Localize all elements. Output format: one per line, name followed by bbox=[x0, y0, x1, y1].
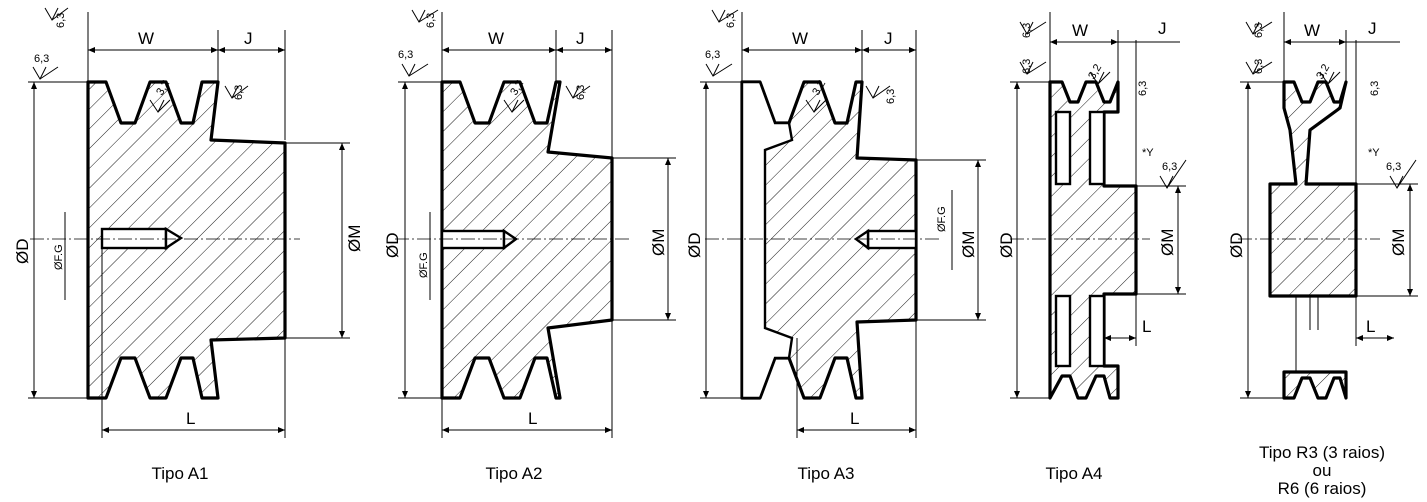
pulley-a3-labels: W J L ØD ØM ØF.G 6,3 6,3 6,3 3,2 bbox=[685, 13, 978, 428]
pulley-a4 bbox=[1010, 12, 1187, 400]
svg-text:ØM: ØM bbox=[959, 231, 978, 258]
svg-text:W: W bbox=[1304, 21, 1320, 40]
svg-text:W: W bbox=[1072, 21, 1088, 40]
svg-text:J: J bbox=[576, 29, 585, 48]
svg-text:J: J bbox=[244, 29, 253, 48]
svg-text:L: L bbox=[186, 409, 195, 428]
svg-text:ØF.G: ØF.G bbox=[418, 252, 430, 278]
pulley-r3-r6 bbox=[1238, 12, 1418, 400]
caption-tipo-a4: Tipo A4 bbox=[1045, 464, 1102, 483]
svg-text:6,3: 6,3 bbox=[34, 53, 49, 65]
svg-text:L: L bbox=[528, 409, 537, 428]
svg-text:ØM: ØM bbox=[1158, 229, 1177, 256]
svg-text:6,3: 6,3 bbox=[705, 49, 720, 61]
svg-text:6,3: 6,3 bbox=[1253, 23, 1265, 38]
svg-text:6,3: 6,3 bbox=[725, 13, 737, 28]
svg-text:ØD: ØD bbox=[685, 233, 704, 259]
svg-text:J: J bbox=[1368, 19, 1377, 38]
svg-text:6,3: 6,3 bbox=[1386, 161, 1401, 173]
caption-tipo-a1: Tipo A1 bbox=[151, 464, 208, 483]
svg-text:ØM: ØM bbox=[649, 229, 668, 256]
svg-text:6,3: 6,3 bbox=[1162, 161, 1177, 173]
caption-tipo-a2: Tipo A2 bbox=[485, 464, 542, 483]
svg-text:ØD: ØD bbox=[997, 233, 1016, 259]
svg-text:6,3: 6,3 bbox=[233, 85, 245, 100]
svg-text:ØF.G: ØF.G bbox=[936, 206, 948, 232]
svg-text:L: L bbox=[1366, 317, 1375, 336]
svg-text:6,3: 6,3 bbox=[55, 13, 67, 28]
svg-text:L: L bbox=[850, 409, 859, 428]
caption-tipo-a3: Tipo A3 bbox=[797, 464, 854, 483]
svg-text:J: J bbox=[1158, 19, 1167, 38]
svg-text:6,3: 6,3 bbox=[1137, 81, 1149, 96]
svg-text:W: W bbox=[488, 29, 504, 48]
svg-text:6,3: 6,3 bbox=[1369, 81, 1381, 96]
svg-text:*Y: *Y bbox=[1142, 147, 1154, 159]
caption-tipo-r3-line1: Tipo R3 (3 raios) bbox=[1259, 443, 1385, 462]
svg-text:ØM: ØM bbox=[1389, 229, 1408, 256]
svg-text:W: W bbox=[138, 29, 154, 48]
svg-text:W: W bbox=[792, 29, 808, 48]
pulley-a1-labels: W J L ØD ØM ØF.G 6,3 6,3 6,3 3,2 bbox=[13, 13, 364, 428]
svg-text:J: J bbox=[884, 29, 893, 48]
svg-text:6,3: 6,3 bbox=[425, 13, 437, 28]
svg-text:6,3: 6,3 bbox=[885, 89, 897, 104]
svg-text:L: L bbox=[1142, 317, 1151, 336]
svg-text:6,3: 6,3 bbox=[398, 49, 413, 61]
svg-text:6,3: 6,3 bbox=[1021, 59, 1033, 74]
pulley-a3 bbox=[700, 9, 986, 438]
svg-text:6,3: 6,3 bbox=[1021, 23, 1033, 38]
svg-text:ØD: ØD bbox=[1227, 233, 1246, 259]
svg-text:6,3: 6,3 bbox=[575, 85, 587, 100]
svg-text:ØF.G: ØF.G bbox=[53, 244, 65, 270]
svg-text:6,3: 6,3 bbox=[1253, 59, 1265, 74]
svg-text:ØM: ØM bbox=[345, 225, 364, 252]
pulley-a1 bbox=[28, 7, 350, 438]
svg-text:3,2: 3,2 bbox=[1314, 62, 1332, 81]
caption-tipo-r3-line3: R6 (6 raios) bbox=[1278, 479, 1367, 498]
pulley-r3-r6-labels: W J L ØD ØM *Y 6,3 6,3 6,3 6,3 3,2 bbox=[1227, 19, 1408, 336]
svg-text:3,2: 3,2 bbox=[1086, 62, 1104, 81]
pulley-a4-labels: W J L ØD ØM *Y 6,3 6,3 6,3 6,3 3,2 bbox=[997, 19, 1177, 336]
pulley-a2 bbox=[395, 9, 676, 438]
svg-text:ØD: ØD bbox=[13, 239, 32, 265]
caption-tipo-r3-line2: ou bbox=[1313, 461, 1332, 480]
svg-text:*Y: *Y bbox=[1368, 147, 1380, 159]
svg-text:ØD: ØD bbox=[383, 233, 402, 259]
